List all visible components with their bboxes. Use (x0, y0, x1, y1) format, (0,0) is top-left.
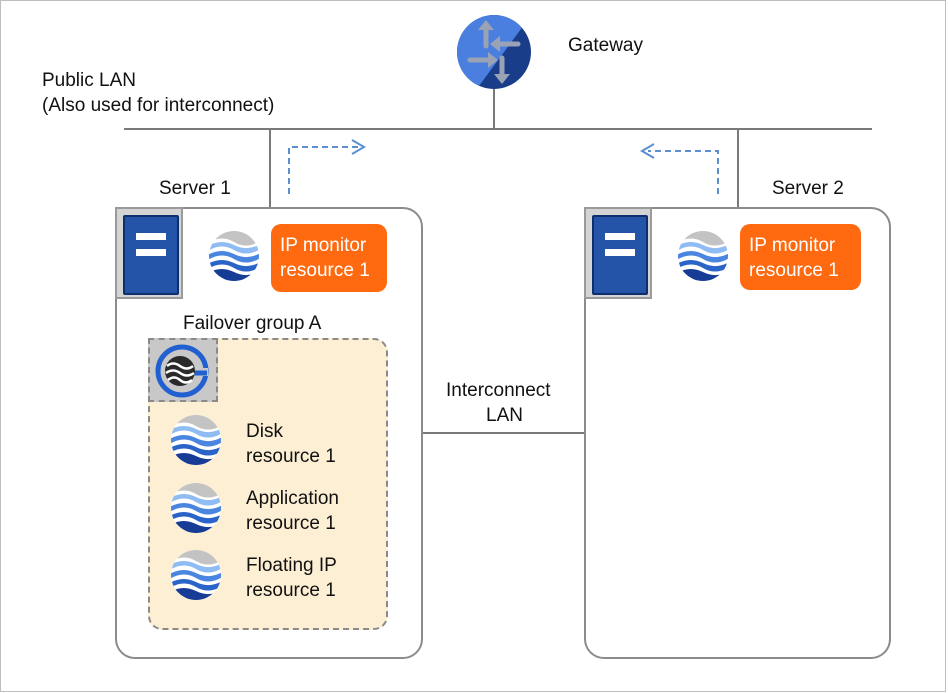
heartbeat-arrow-server1 (288, 139, 366, 194)
interconnect-label-line1: Interconnect (446, 380, 551, 401)
router-icon (457, 15, 531, 89)
server1-monitor-line1: IP monitor (280, 235, 367, 256)
floating-ip-resource-icon (171, 550, 221, 600)
failover-group-label: Failover group A (183, 313, 322, 334)
floating-ip-resource-label-line1: Floating IP (246, 555, 337, 576)
public-lan-label-line1: Public LAN (42, 70, 136, 91)
public-lan-label-line2: (Also used for interconnect) (42, 95, 275, 116)
disk-resource-icon (171, 415, 221, 465)
interconnect-lan-line (421, 432, 586, 434)
server2-label: Server 2 (772, 178, 844, 199)
server2-monitor-line1: IP monitor (749, 235, 836, 256)
disk-resource-label-line2: resource 1 (246, 446, 336, 467)
server2-ip-monitor-resource: IP monitor resource 1 (740, 224, 861, 290)
application-resource-label-line2: resource 1 (246, 513, 336, 534)
failover-group-icon (155, 344, 209, 398)
server2-server-icon (584, 207, 652, 299)
server2-monitor-line2: resource 1 (749, 260, 839, 281)
application-resource-icon (171, 483, 221, 533)
heartbeat-arrow-server2 (640, 143, 719, 194)
server1-monitor-resource-icon (209, 231, 259, 281)
disk-resource-label-line1: Disk (246, 421, 283, 442)
floating-ip-resource-label-line2: resource 1 (246, 580, 336, 601)
public-lan-line (124, 128, 872, 130)
server1-lan-drop (269, 129, 271, 208)
server2-monitor-resource-icon (678, 231, 728, 281)
server1-monitor-line2: resource 1 (280, 260, 370, 281)
gateway-label: Gateway (568, 35, 643, 56)
server1-ip-monitor-resource: IP monitor resource 1 (271, 224, 387, 292)
gateway-uplink (493, 88, 495, 129)
server2-lan-drop (737, 129, 739, 208)
server1-label: Server 1 (159, 178, 231, 199)
server1-server-icon (115, 207, 183, 299)
interconnect-label-line2: LAN (486, 405, 523, 426)
application-resource-label-line1: Application (246, 488, 339, 509)
